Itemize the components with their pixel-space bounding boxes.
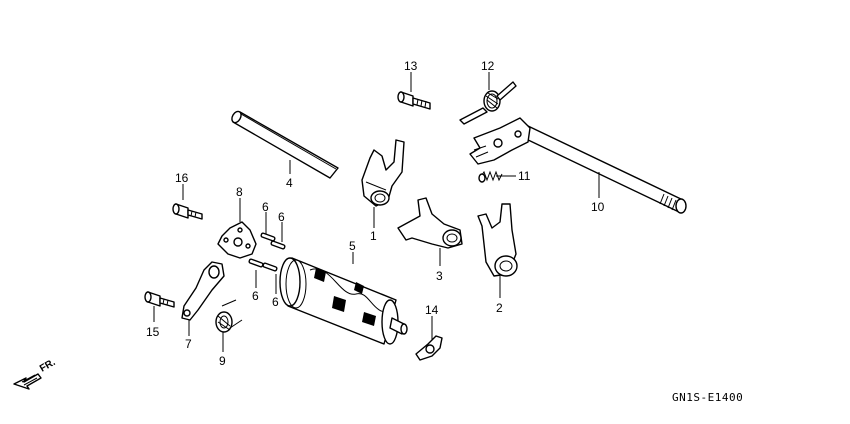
callout-12: 12 — [481, 59, 495, 73]
part-2-shift-fork[interactable] — [477, 203, 518, 277]
front-direction-label: FR. — [38, 357, 58, 375]
part-7-stopper-arm[interactable] — [181, 261, 225, 321]
part-9-stopper-spring[interactable] — [215, 299, 243, 333]
part-10-gearshift-spindle[interactable] — [469, 117, 687, 214]
callout-6c: 6 — [252, 289, 259, 303]
diagram-code: GN1S-E1400 — [672, 391, 743, 404]
callout-15: 15 — [146, 325, 160, 339]
callout-16: 16 — [175, 171, 189, 185]
part-11-spring[interactable] — [478, 170, 503, 183]
part-12-return-spring[interactable] — [459, 81, 517, 125]
part-6-dowel-pins[interactable] — [248, 232, 286, 272]
part-4-shift-fork-shaft[interactable] — [230, 110, 339, 179]
callout-6b: 6 — [278, 210, 285, 224]
callout-2: 2 — [496, 301, 503, 315]
callout-3: 3 — [436, 269, 443, 283]
callout-10: 10 — [591, 200, 605, 214]
callout-1: 1 — [370, 229, 377, 243]
part-5-shift-drum[interactable] — [279, 257, 408, 345]
part-16-bolt[interactable] — [172, 203, 203, 220]
part-14-washer[interactable] — [415, 335, 443, 361]
part-13-bolt[interactable] — [397, 91, 431, 110]
part-1-shift-fork[interactable] — [361, 139, 405, 207]
callout-13: 13 — [404, 59, 418, 73]
part-15-bolt[interactable] — [144, 291, 175, 308]
callout-6d: 6 — [272, 295, 279, 309]
callout-11: 11 — [518, 169, 531, 183]
callout-14: 14 — [425, 303, 439, 317]
callout-7: 7 — [185, 337, 192, 351]
callout-5: 5 — [349, 239, 356, 253]
callout-6a: 6 — [262, 200, 269, 214]
front-direction-arrow-icon: FR. — [13, 357, 58, 390]
part-8-stopper-plate[interactable] — [217, 221, 257, 259]
callout-8: 8 — [236, 185, 243, 199]
leader-lines — [153, 72, 600, 352]
callout-numbers: 1 2 3 4 5 6 6 6 6 7 8 9 10 11 12 13 14 1… — [146, 59, 605, 368]
callout-4: 4 — [286, 176, 293, 190]
callout-9: 9 — [219, 354, 226, 368]
part-3-shift-fork[interactable] — [397, 197, 463, 249]
